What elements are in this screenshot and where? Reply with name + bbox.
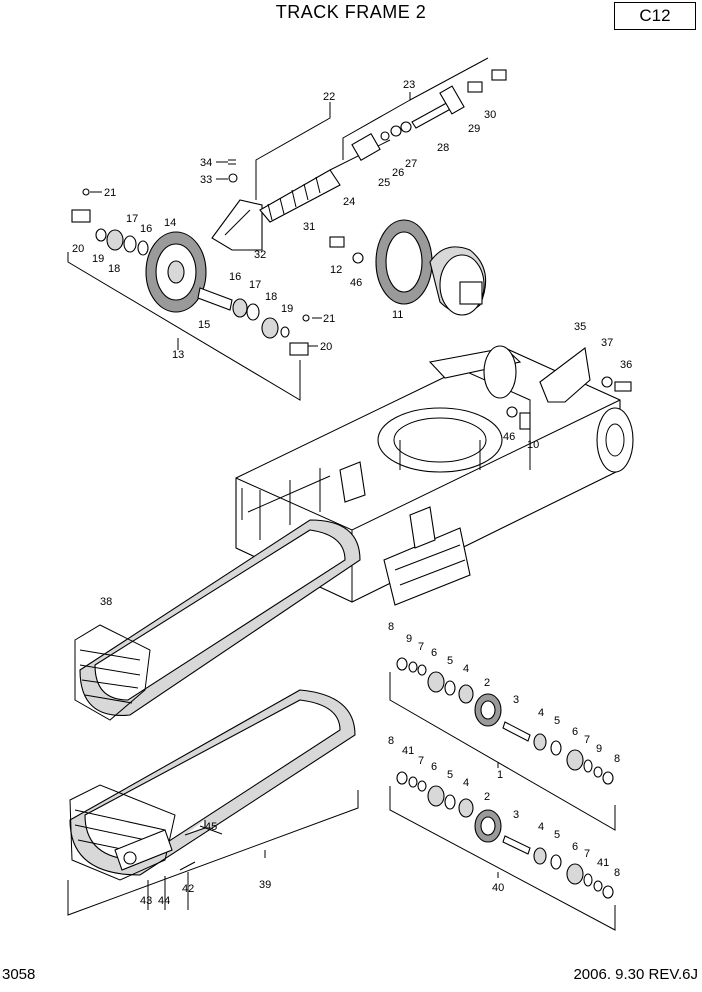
callout-14: 14 xyxy=(164,217,176,229)
cover-35-drawing xyxy=(506,347,632,430)
callout-5: 5 xyxy=(554,829,560,841)
callout-35: 35 xyxy=(574,321,586,333)
callout-5: 5 xyxy=(447,769,453,781)
callout-38: 38 xyxy=(100,596,112,608)
callout-29: 29 xyxy=(468,123,480,135)
callout-11: 11 xyxy=(392,309,403,321)
callout-25: 25 xyxy=(378,177,390,189)
track-shoe-38-drawing xyxy=(74,519,361,721)
callout-4: 4 xyxy=(538,707,544,719)
callout-16: 16 xyxy=(229,271,241,283)
callout-17: 17 xyxy=(249,279,261,291)
roller-assembly-1-drawing xyxy=(396,657,614,785)
callout-33: 33 xyxy=(200,174,212,186)
callout-7: 7 xyxy=(418,755,424,767)
callout-8: 8 xyxy=(614,867,620,879)
callout-6: 6 xyxy=(431,647,437,659)
callout-21: 21 xyxy=(323,313,335,325)
callout-12: 12 xyxy=(330,264,342,276)
section-code-box: C12 xyxy=(614,2,696,30)
callout-41: 41 xyxy=(597,857,609,869)
callout-4: 4 xyxy=(463,663,469,675)
sprocket-14-drawing xyxy=(71,188,310,356)
callout-2: 2 xyxy=(484,791,490,803)
revision-date: 2006. 9.30 REV.6J xyxy=(573,966,698,983)
callout-26: 26 xyxy=(392,167,404,179)
callout-34: 34 xyxy=(200,157,212,169)
callout-4: 4 xyxy=(463,777,469,789)
roller-assembly-40-drawing xyxy=(396,771,614,899)
callout-10: 10 xyxy=(527,439,539,451)
drive-sprocket-11-drawing xyxy=(329,219,487,316)
callout-40: 40 xyxy=(492,882,504,894)
callout-18: 18 xyxy=(265,291,277,303)
callout-8: 8 xyxy=(388,621,394,633)
callout-23: 23 xyxy=(403,79,415,91)
callout-20: 20 xyxy=(320,341,332,353)
callout-3: 3 xyxy=(513,694,519,706)
callout-18: 18 xyxy=(108,263,120,275)
callout-5: 5 xyxy=(447,655,453,667)
callout-36: 36 xyxy=(620,359,632,371)
callout-42: 42 xyxy=(182,883,194,895)
track-shoe-39-drawing xyxy=(69,689,356,881)
leader-lines xyxy=(67,57,616,931)
callout-5: 5 xyxy=(554,715,560,727)
callout-8: 8 xyxy=(614,753,620,765)
callout-28: 28 xyxy=(437,142,449,154)
page-number: 3058 xyxy=(2,966,36,983)
callout-19: 19 xyxy=(281,303,293,315)
callout-3: 3 xyxy=(513,809,519,821)
callout-43: 43 xyxy=(140,895,152,907)
callout-31: 31 xyxy=(303,221,315,233)
callout-24: 24 xyxy=(343,196,355,208)
callout-2: 2 xyxy=(484,677,490,689)
callout-6: 6 xyxy=(431,761,437,773)
callout-9: 9 xyxy=(406,633,412,645)
callout-15: 15 xyxy=(198,319,210,331)
callout-6: 6 xyxy=(572,841,578,853)
callout-8: 8 xyxy=(388,735,394,747)
callout-labels: 1 2 2 3 3 4 4 4 4 5 5 5 5 6 6 6 6 7 7 7 … xyxy=(72,79,632,907)
callout-45: 45 xyxy=(205,821,217,833)
callout-41: 41 xyxy=(402,745,414,757)
callout-19: 19 xyxy=(92,253,104,265)
callout-9: 9 xyxy=(596,743,602,755)
callout-27: 27 xyxy=(405,158,417,170)
callout-32: 32 xyxy=(254,249,266,261)
callout-17: 17 xyxy=(126,213,138,225)
callout-7: 7 xyxy=(418,641,424,653)
callout-22: 22 xyxy=(323,91,335,103)
callout-6: 6 xyxy=(572,726,578,738)
callout-37: 37 xyxy=(601,337,613,349)
callout-20: 20 xyxy=(72,243,84,255)
callout-39: 39 xyxy=(259,879,271,891)
callout-7: 7 xyxy=(584,734,590,746)
callout-46: 46 xyxy=(350,277,362,289)
callout-4: 4 xyxy=(538,821,544,833)
callout-30: 30 xyxy=(484,109,496,121)
callout-44: 44 xyxy=(158,895,170,907)
idler-assembly-drawing xyxy=(211,69,507,251)
callout-21: 21 xyxy=(104,187,116,199)
diagram-title: TRACK FRAME 2 xyxy=(275,2,427,22)
callout-1: 1 xyxy=(497,769,503,781)
callout-13: 13 xyxy=(172,349,184,361)
callout-7: 7 xyxy=(584,848,590,860)
callout-46: 46 xyxy=(503,431,515,443)
callout-16: 16 xyxy=(140,223,152,235)
